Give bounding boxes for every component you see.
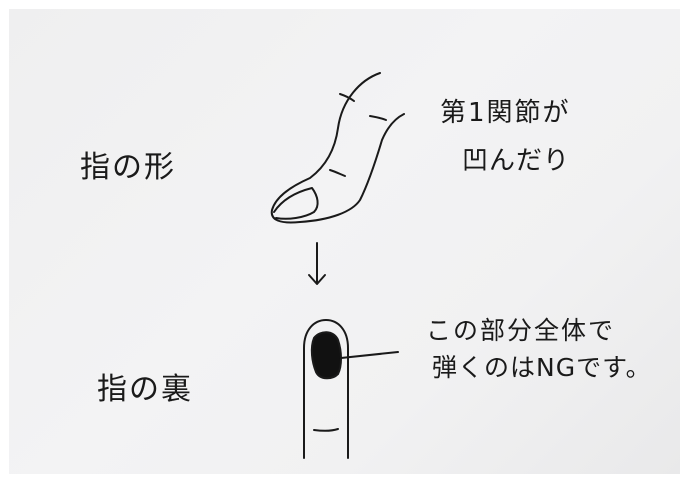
label-finger-shape: 指の形: [80, 150, 176, 185]
nail-outline: [273, 187, 319, 220]
label-finger-back: 指の裏: [97, 372, 193, 407]
leader-line: [340, 351, 399, 359]
bent-finger-drawing: [270, 72, 405, 224]
joint-crease: [329, 169, 346, 177]
note-joint-line2: 凹んだり: [462, 146, 571, 176]
joint-line: [313, 428, 339, 432]
knuckle-crease-2: [369, 115, 387, 121]
pad-outline: [303, 319, 349, 459]
finger-outline-top: [270, 72, 405, 224]
note-joint-line1: 第1関節が: [440, 98, 571, 128]
down-arrow-icon: [308, 242, 326, 285]
knuckle-crease-1: [339, 93, 355, 102]
note-ng-line1: この部分全体で: [426, 316, 616, 345]
finger-pad-drawing: [303, 319, 399, 459]
nail-area-filled: [310, 331, 342, 380]
note-ng-line2: 弾くのはNGです。: [432, 353, 652, 382]
paper-sheet: [9, 9, 680, 474]
